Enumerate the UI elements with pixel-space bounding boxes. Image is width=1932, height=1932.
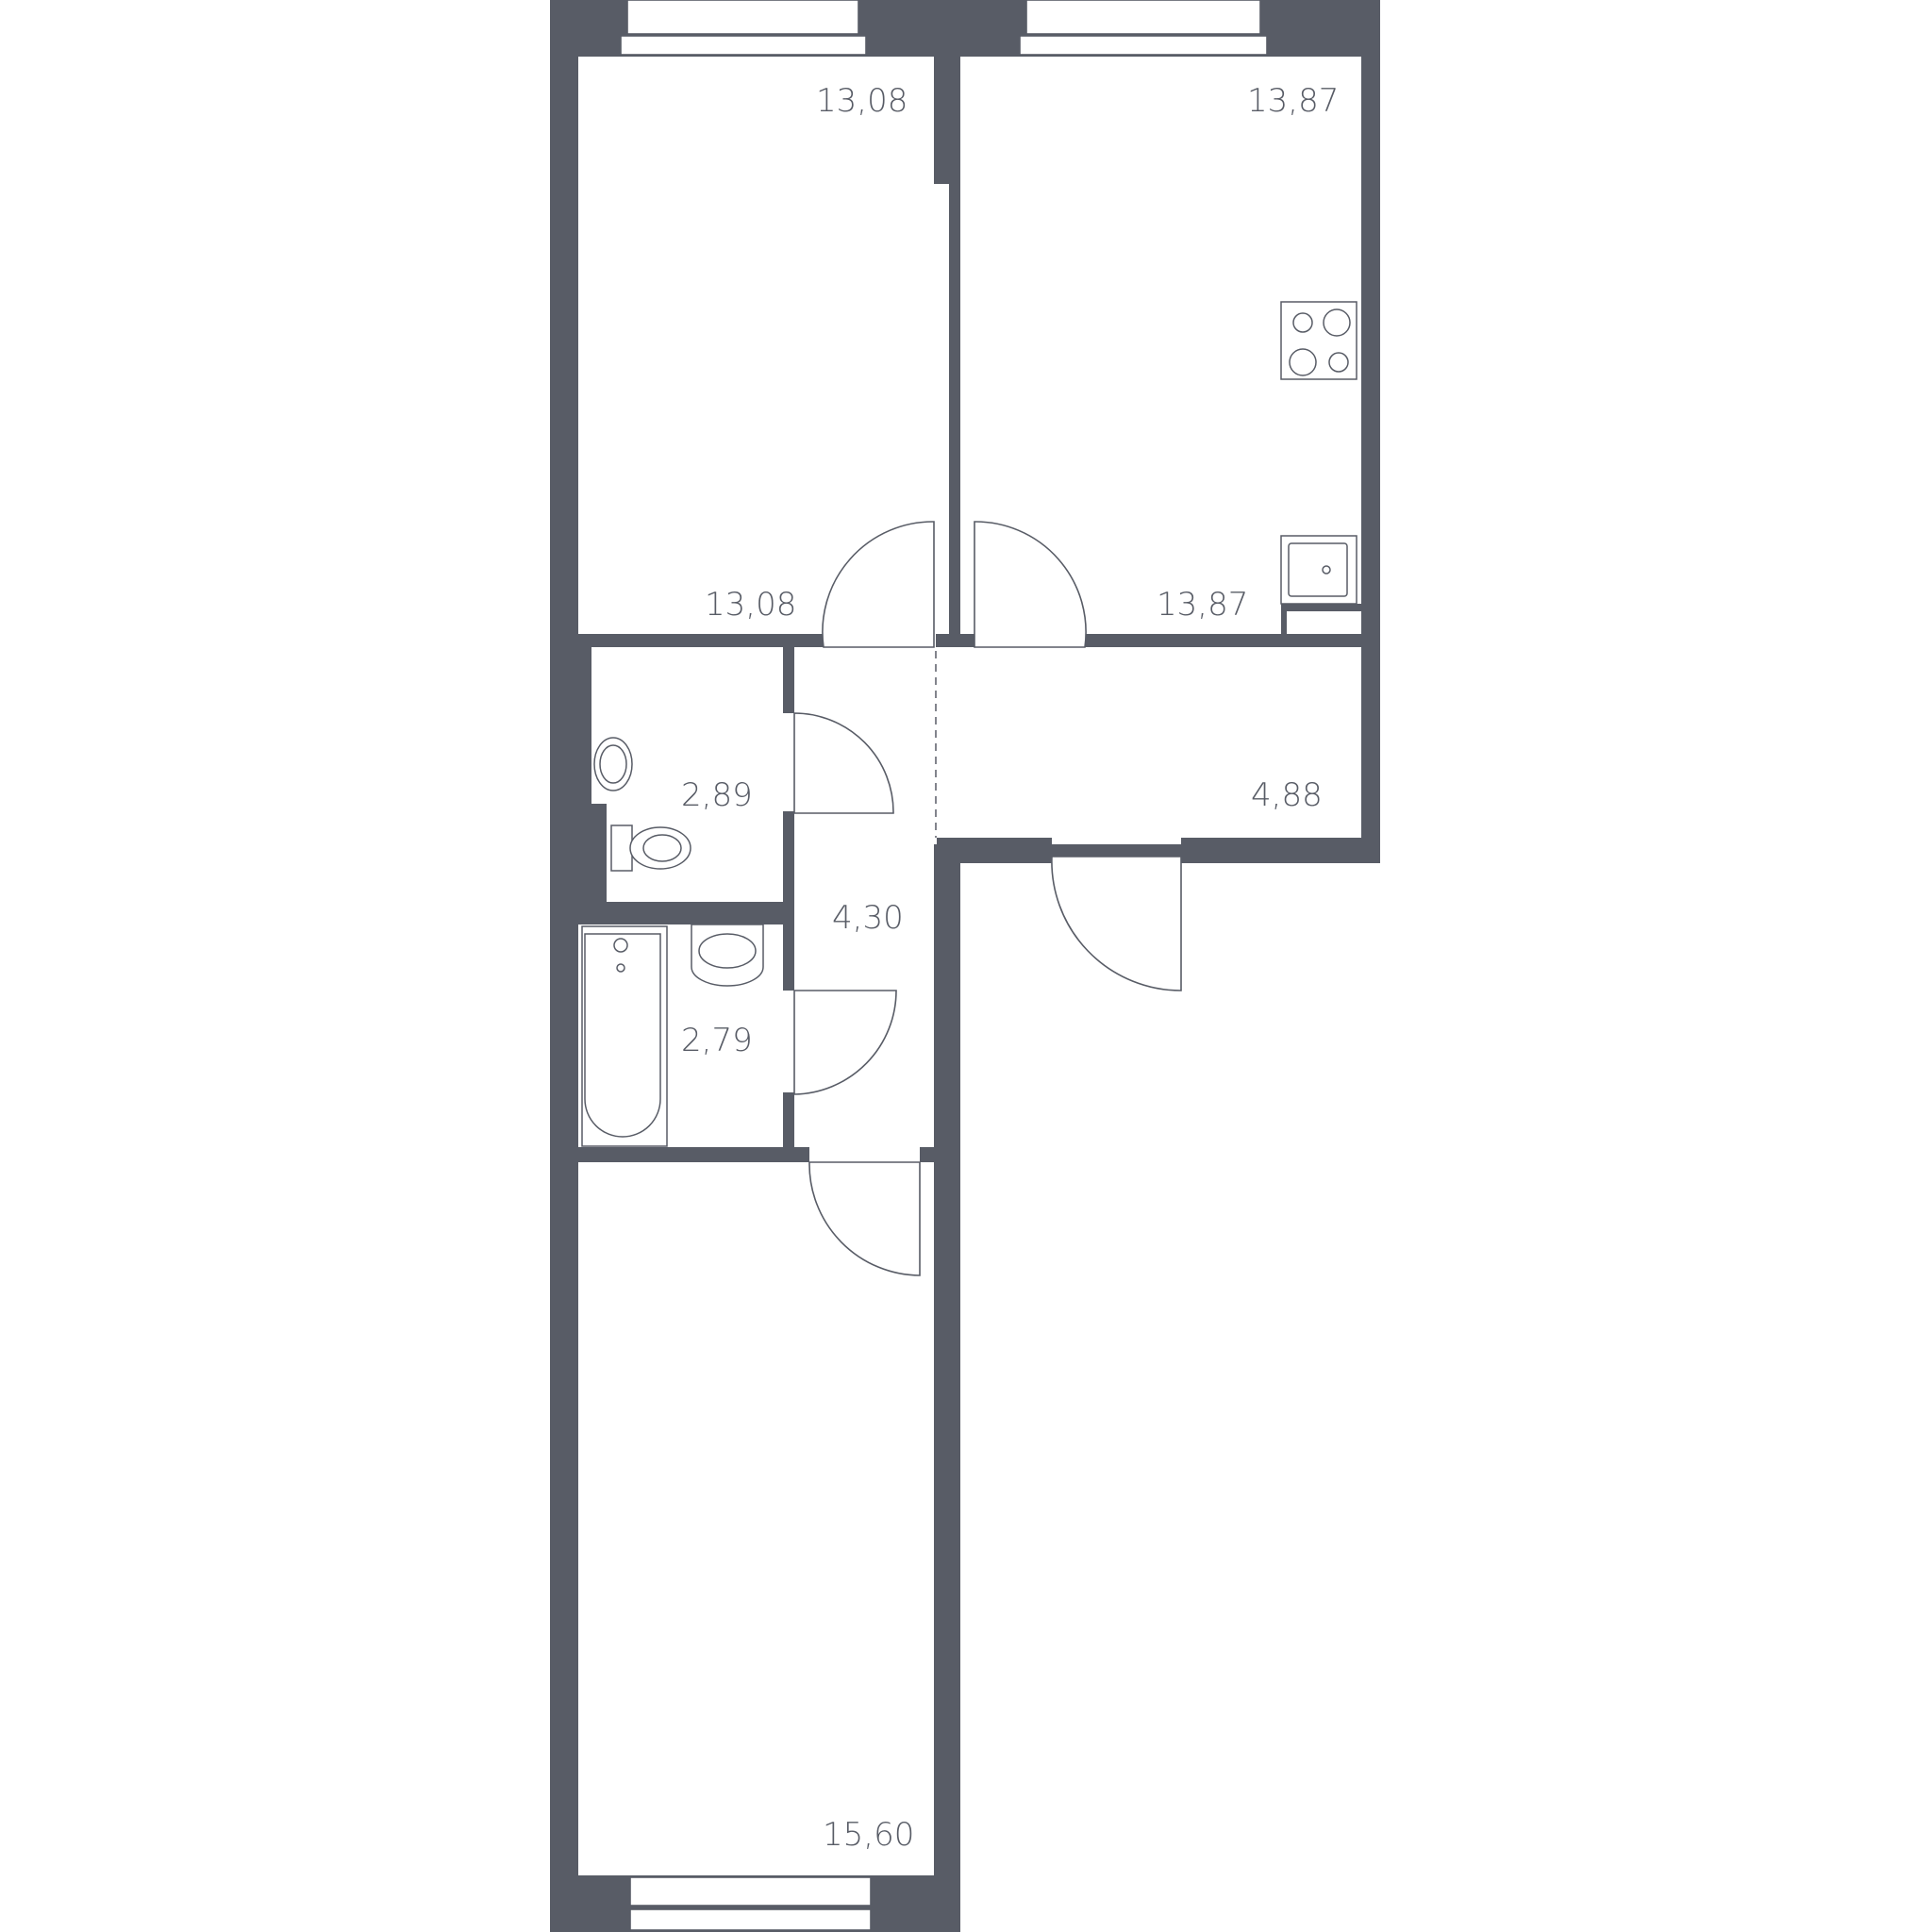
wall-east-upper <box>1361 0 1380 863</box>
wall-toilet-inner <box>591 804 607 902</box>
door-entrance <box>1051 856 1182 991</box>
area-label-kitchen-top: 13,87 <box>1247 82 1339 120</box>
toilet-fixtures <box>593 737 691 872</box>
wall-kitchen-south <box>1085 634 1361 647</box>
sink-counter-edge <box>1281 604 1361 611</box>
wall-stub-bed2-door <box>920 1147 939 1162</box>
door-kitchen <box>974 521 1087 648</box>
doors <box>793 521 1182 1276</box>
area-label-bathroom: 2,79 <box>681 1022 753 1059</box>
windows <box>620 0 1268 1931</box>
wall-west <box>550 0 578 1932</box>
door-bedroom-1 <box>822 521 935 648</box>
wall-bath-east-upper <box>783 924 794 991</box>
burner-bottom-right-icon <box>1328 352 1349 373</box>
burner-top-left-icon <box>1292 312 1313 333</box>
sink-drain-icon <box>1322 565 1331 575</box>
wall-hall-south-left <box>937 838 1052 857</box>
area-label-corridor: 4,30 <box>832 899 904 937</box>
washbasin-toilet-inner <box>599 744 627 784</box>
wall-toilet-east-lower <box>783 811 794 902</box>
wall-east-lower <box>934 844 960 1932</box>
burner-bottom-left-icon <box>1289 348 1317 376</box>
wall-toilet-west <box>578 647 591 902</box>
wall-stub-center <box>936 634 975 647</box>
area-labels: 13,08 13,08 13,87 13,87 2,89 4,88 4,30 2… <box>681 82 1339 1854</box>
bathtub-drain-icon <box>616 963 625 973</box>
toilet-tank <box>610 824 633 872</box>
window-bedroom-1-sill <box>620 35 867 56</box>
exterior-walls <box>550 0 1380 1932</box>
washbasin-bath-inner <box>698 933 757 969</box>
window-bedroom-1 <box>626 0 859 35</box>
sink-side-post <box>1281 604 1287 638</box>
area-label-bedroom-1-bottom: 13,08 <box>705 586 796 624</box>
wall-bed1-south <box>578 634 824 647</box>
toilet-seat-inner <box>642 834 682 862</box>
burner-top-right-icon <box>1323 308 1351 337</box>
sink-bowl <box>1288 542 1348 597</box>
wall-toilet-east-upper <box>783 647 794 713</box>
window-kitchen-sill <box>1019 35 1268 56</box>
wall-bath-south <box>578 1147 809 1162</box>
wall-bed1-kitchen-lower <box>949 184 960 637</box>
door-bathroom <box>793 990 897 1095</box>
wall-toilet-bath <box>578 902 794 924</box>
kitchen-sink <box>1280 535 1361 638</box>
wall-bath-east-lower <box>783 1092 794 1149</box>
door-bedroom-2 <box>808 1161 921 1276</box>
bathroom-fixtures <box>581 924 764 1147</box>
wall-hall-south-right <box>1181 838 1361 857</box>
area-label-bedroom-1-top: 13,08 <box>816 82 908 120</box>
stove <box>1280 301 1357 380</box>
bathtub-faucet-icon <box>613 938 628 953</box>
window-kitchen <box>1025 0 1261 35</box>
window-bedroom-2 <box>629 1876 872 1907</box>
window-bedroom-2-sill <box>629 1908 872 1931</box>
wall-bed1-kitchen-upper <box>934 52 960 184</box>
bathtub-basin <box>584 933 661 1138</box>
door-toilet <box>793 712 894 814</box>
area-label-toilet: 2,89 <box>681 776 753 814</box>
area-label-hallway-east: 4,88 <box>1251 776 1323 814</box>
area-label-kitchen-bottom: 13,87 <box>1157 586 1248 624</box>
area-label-bedroom-2: 15,60 <box>823 1816 914 1854</box>
interior-walls <box>578 52 1361 1162</box>
